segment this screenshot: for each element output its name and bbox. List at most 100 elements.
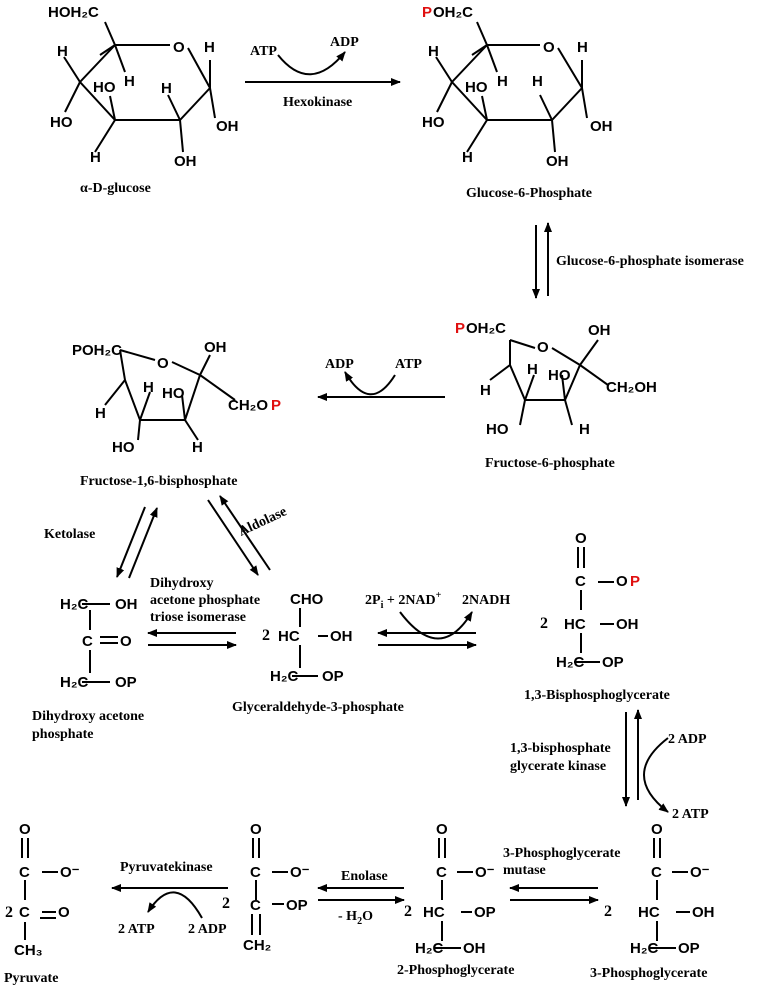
g3p-cho: CHO xyxy=(290,591,324,608)
ketolase-label: Ketolase xyxy=(44,527,95,542)
dhap-name-line2: phosphate xyxy=(32,727,93,742)
pg-mutase-label-2: mutase xyxy=(503,863,546,878)
f16bp-ho: HO xyxy=(162,385,185,402)
pg-mutase-step: 3-Phosphoglycerate mutase xyxy=(503,846,620,904)
pg2-coeff: 2 xyxy=(404,903,412,920)
f16bp-phosphate-p: P xyxy=(271,397,281,414)
g3p-name: Glyceraldehyde-3-phosphate xyxy=(232,700,404,715)
pep-c: C xyxy=(250,864,261,881)
dhap-h2c: H₂C xyxy=(60,596,88,613)
f16bp-structure: POH₂C O OH H HO CH₂O P H HO H Fructose-1… xyxy=(72,339,281,489)
hexokinase-step: ATP ADP Hexokinase xyxy=(245,35,401,110)
f16bp-h: H xyxy=(192,439,203,456)
pg2-hc: HC xyxy=(423,904,445,921)
g6p-h: H xyxy=(497,73,508,90)
bpg13-structure: O C O P 2 HC OH H₂C OP 1,3-Bisphosphogly… xyxy=(524,530,670,703)
f16bp-poh2c: POH₂C xyxy=(72,342,122,359)
glucose-h: H xyxy=(90,149,101,166)
dhap-oh: OH xyxy=(115,596,138,613)
pyruvate-carbonyl-o: O xyxy=(19,821,31,838)
adp-label: ADP xyxy=(330,35,359,50)
glucose-ho: HO xyxy=(50,114,73,131)
f16bp-ring-o: O xyxy=(157,355,169,372)
glucose-h: H xyxy=(124,73,135,90)
pyruvate-name: Pyruvate xyxy=(4,971,58,986)
water-loss-label: - H2O xyxy=(338,909,373,927)
pyruvate-c: C xyxy=(19,864,30,881)
pg3-structure: O C O⁻ 2 HC OH H₂C OP 3-Phosphoglycerate xyxy=(590,821,715,981)
pyruvate-c: C xyxy=(19,904,30,921)
glucose-oh: OH xyxy=(174,153,197,170)
f16bp-h: H xyxy=(95,405,106,422)
g3p-dehydrogenase-step: 2Pi + 2NAD+ 2NADH xyxy=(365,590,510,649)
g6p-isomerase-label: Glucose-6-phosphate isomerase xyxy=(556,254,744,269)
glucose-name: α-D-glucose xyxy=(80,181,151,196)
f6p-ho: HO xyxy=(486,421,509,438)
g3p-oh: OH xyxy=(330,628,353,645)
glucose-hoh2c: HOH₂C xyxy=(48,4,99,21)
two-atp-label: 2 ATP xyxy=(672,807,709,822)
f6p-oh2c: OH₂C xyxy=(466,320,506,337)
pg3-op: OP xyxy=(678,940,700,957)
bpg13-carbonyl-o: O xyxy=(575,530,587,547)
g6p-structure: P OH₂C O H H H HO H HO OH H OH Glucose-6… xyxy=(422,4,613,201)
dhap-o: O xyxy=(120,633,132,650)
f6p-ho: HO xyxy=(548,367,571,384)
pyruvate-ominus: O⁻ xyxy=(60,864,80,881)
two-atp-label: 2 ATP xyxy=(118,922,155,937)
aldolase-label: Aldolase xyxy=(236,504,289,539)
two-adp-label: 2 ADP xyxy=(188,922,227,937)
glucose-ring-o: O xyxy=(173,39,185,56)
adp-label: ADP xyxy=(325,357,354,372)
pyruvate-kinase-step: Pyruvatekinase 2 ATP 2 ADP xyxy=(111,860,228,937)
pyruvate-o: O xyxy=(58,904,70,921)
f6p-h: H xyxy=(527,361,538,378)
nadh-label: 2NADH xyxy=(462,593,510,608)
triose-isomerase-label-1: Dihydroxy xyxy=(150,576,214,591)
glucose-h: H xyxy=(161,80,172,97)
f6p-phosphate-p: P xyxy=(455,320,465,337)
pi-nad-label: 2Pi + 2NAD+ xyxy=(365,590,442,611)
f16bp-split-arrows: Ketolase Aldolase xyxy=(44,495,289,579)
pyruvate-kinase-label: Pyruvatekinase xyxy=(120,860,213,875)
bpg13-name: 1,3-Bisphosphoglycerate xyxy=(524,688,670,703)
pep-carbonyl-o: O xyxy=(250,821,262,838)
pep-c: C xyxy=(250,897,261,914)
hexokinase-label: Hexokinase xyxy=(283,95,352,110)
dhap-op: OP xyxy=(115,674,137,691)
bpg13-phosphate-p: P xyxy=(630,573,640,590)
f6p-oh: OH xyxy=(588,322,611,339)
g6p-oh2c: OH₂C xyxy=(433,4,473,21)
bpg13-c: C xyxy=(575,573,586,590)
triose-isomerase-step: Dihydroxy acetone phosphate triose isome… xyxy=(147,576,260,649)
pg2-c: C xyxy=(436,864,447,881)
pep-op: OP xyxy=(286,897,308,914)
g3p-op: OP xyxy=(322,668,344,685)
g6p-ho: HO xyxy=(422,114,445,131)
pep-coeff: 2 xyxy=(222,895,230,912)
glucose-oh: OH xyxy=(216,118,239,135)
g6p-ho: HO xyxy=(465,79,488,96)
glucose-structure: HOH₂C O H H H HO H HO OH H OH α-D-glucos… xyxy=(48,4,239,196)
f16bp-h: H xyxy=(143,379,154,396)
pep-ominus: O⁻ xyxy=(290,864,310,881)
pg3-c: C xyxy=(651,864,662,881)
pg3-ominus: O⁻ xyxy=(690,864,710,881)
g6p-name: Glucose-6-Phosphate xyxy=(466,186,592,201)
pyruvate-structure: O C O⁻ 2 C O CH₃ Pyruvate xyxy=(4,821,80,986)
g6p-h: H xyxy=(577,39,588,56)
g3p-coeff: 2 xyxy=(262,627,270,644)
f6p-name: Fructose-6-phosphate xyxy=(485,456,615,471)
pep-structure: O C O⁻ 2 C OP CH₂ xyxy=(222,821,310,954)
f6p-h: H xyxy=(480,382,491,399)
pg3-coeff: 2 xyxy=(604,903,612,920)
f6p-ring-o: O xyxy=(537,339,549,356)
atp-label: ATP xyxy=(250,44,277,59)
pg3-hc: HC xyxy=(638,904,660,921)
bpg13-oh: OH xyxy=(616,616,639,633)
enolase-label: Enolase xyxy=(341,869,388,884)
g6p-ring-o: O xyxy=(543,39,555,56)
f6p-structure: P OH₂C O OH H HO CH₂OH H HO H Fructose-6… xyxy=(455,320,657,471)
g6p-h: H xyxy=(532,73,543,90)
